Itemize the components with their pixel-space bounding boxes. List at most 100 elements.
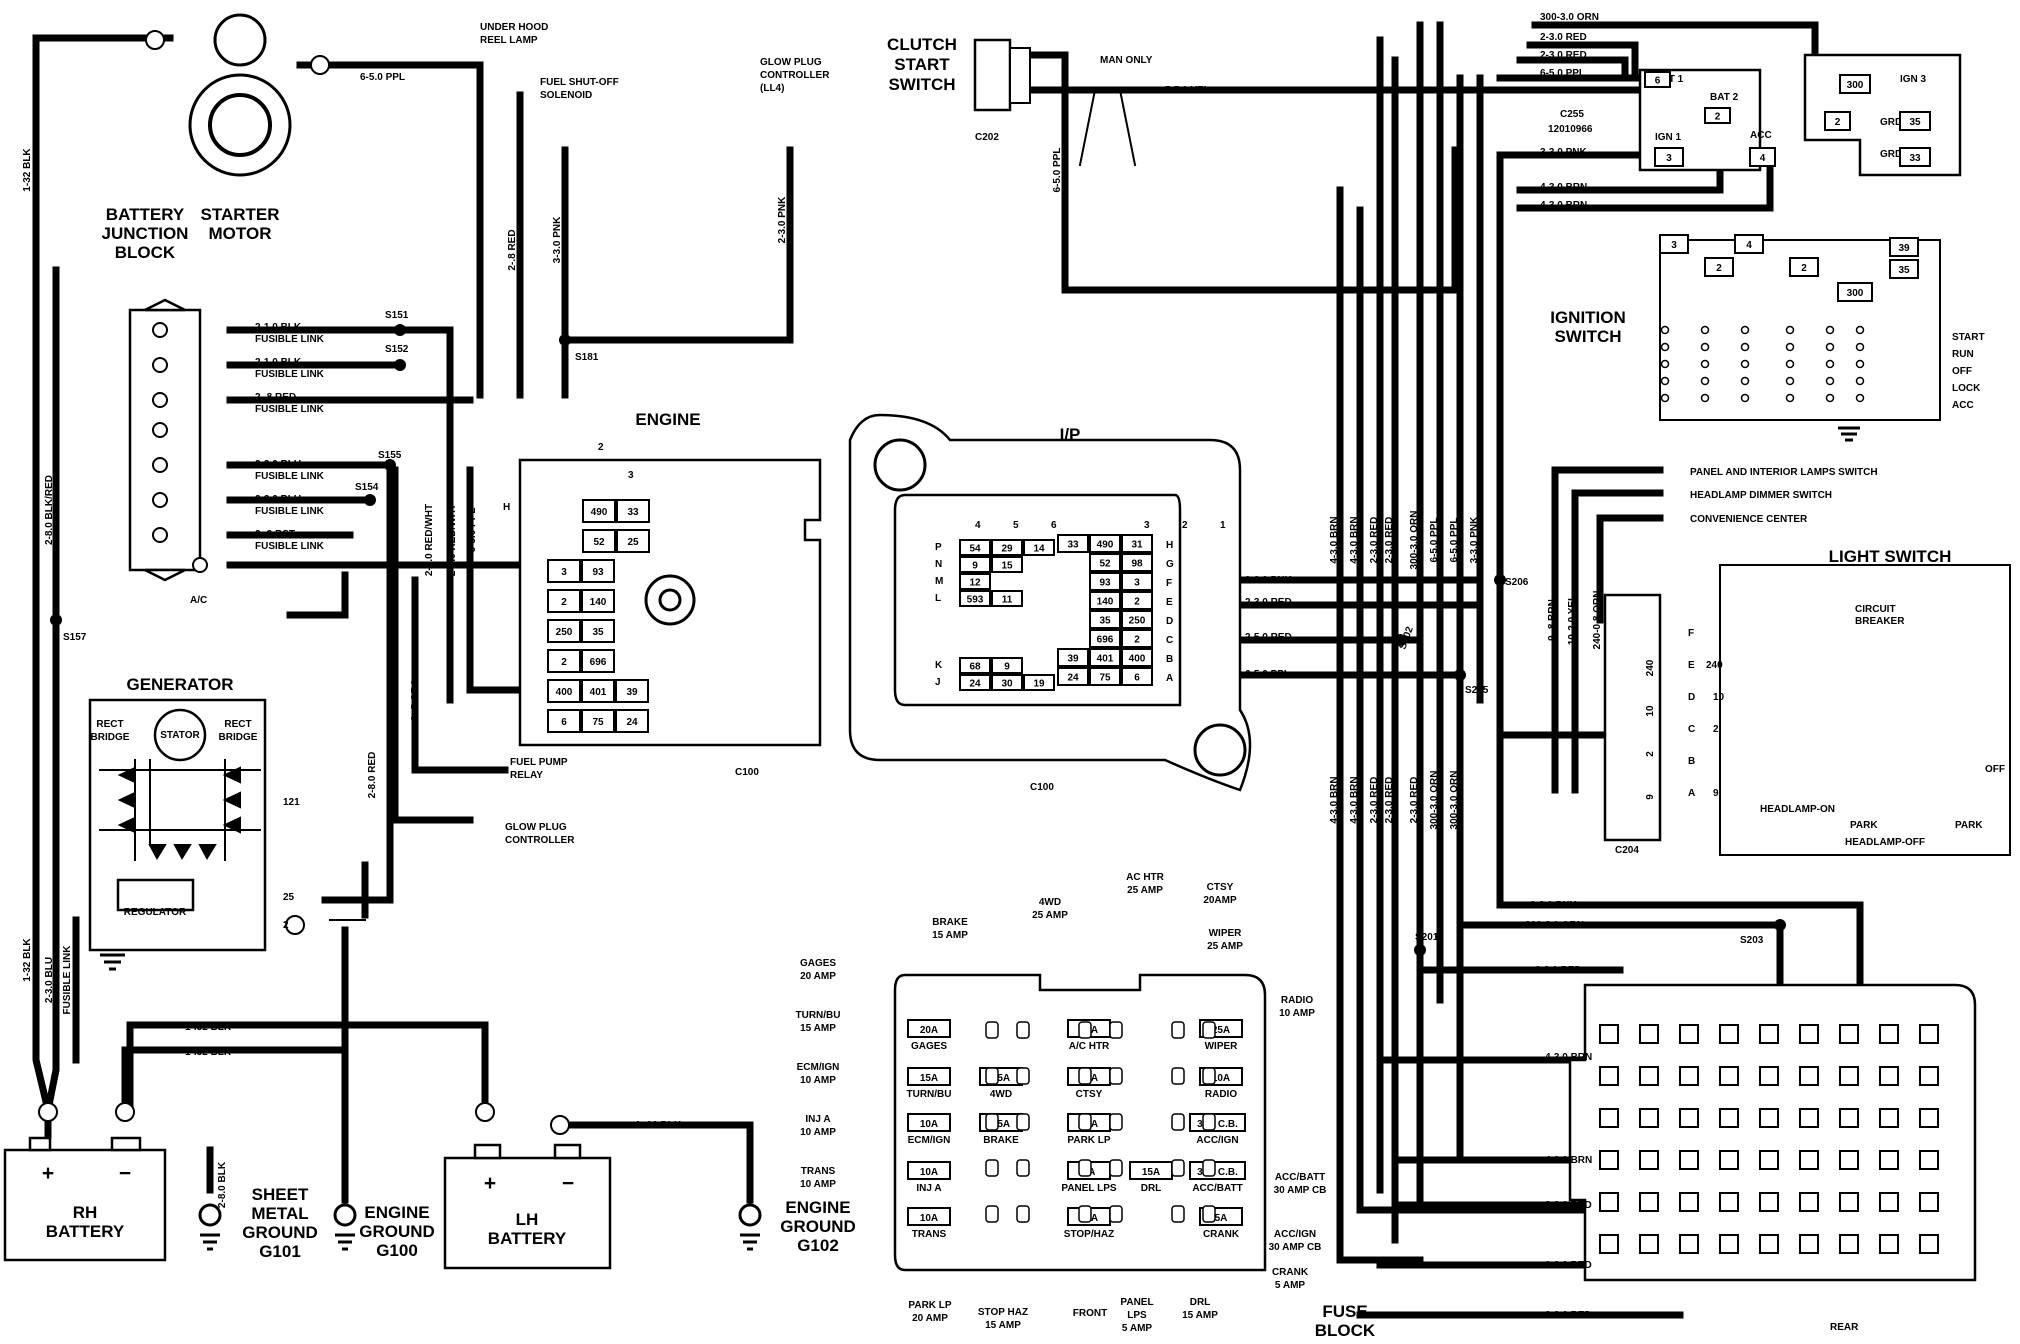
wire-6-5-ppl-top (296, 61, 484, 399)
lh-battery-title: BATTERY (488, 1229, 567, 1248)
ip-connector-c100 (848, 413, 1252, 792)
light-switch-circuit: 10 (1713, 692, 1725, 703)
fuse-rating: 30A C.B. (1197, 1167, 1238, 1178)
fuse-slot (1078, 1021, 1092, 1039)
wire-label: 240-0.8 ORN (1592, 591, 1603, 650)
fuse-callout: 5 AMP (1122, 1323, 1153, 1334)
engine-pin-label: 250 (556, 627, 573, 638)
fuse-callout: 15 AMP (932, 930, 968, 941)
fuse-slot (1078, 1113, 1092, 1131)
jb-terminal (152, 322, 168, 338)
c204-pin: 9 (1645, 794, 1656, 800)
ip-connector-number: 5 (1013, 520, 1019, 531)
engine-ground-g100-title: ENGINE (364, 1203, 429, 1222)
fuse-name: CTSY (1076, 1089, 1103, 1100)
ip-pin (1057, 534, 1089, 553)
wire-label: FUSIBLE LINK (255, 541, 325, 552)
engine-pin (581, 589, 615, 613)
clutch-start-switch-title: CLUTCH (887, 35, 957, 54)
engine-pin (547, 619, 581, 643)
fuse-slot (985, 1067, 999, 1085)
splice-label: S151 (385, 310, 409, 321)
starter-motor-title: STARTER (200, 205, 279, 224)
destination-label: REEL LAMP (480, 35, 538, 46)
rear-fuse-socket (1719, 1150, 1739, 1170)
destination-label: GLOW PLUG (760, 57, 822, 68)
fuse-block-title: BLOCK (1315, 1321, 1376, 1340)
rear-fuse-socket (1719, 1066, 1739, 1086)
ignition-terminal-label: IGN 3 (1900, 74, 1927, 85)
fuse-slot (1171, 1159, 1185, 1177)
ignition-pin-label: 2 (1715, 112, 1721, 123)
rear-fuse-socket (1759, 1024, 1779, 1044)
light-switch-pin: B (1688, 756, 1695, 767)
ignition-pin-label: 4 (1760, 153, 1766, 164)
ip-pin-label: 54 (969, 544, 981, 555)
ip-connector-number: 2 (1182, 520, 1188, 531)
wire-label: 300-3.0 ORN (1540, 12, 1599, 23)
engine-pin-label: 3 (561, 567, 567, 578)
wire-harness (32, 21, 1864, 1319)
engine-pin-label: 696 (590, 657, 607, 668)
rh-battery-title: BATTERY (46, 1222, 125, 1241)
wire-jb-1 (226, 326, 454, 704)
fuse-rating: 10A (1212, 1073, 1230, 1084)
fuse-name: CRANK (1203, 1229, 1240, 1240)
wire-lh-pos (126, 1021, 489, 1116)
fuse-slot (1016, 1205, 1030, 1223)
connector-label: 12010966 (1548, 124, 1593, 135)
clutch-start-switch (973, 38, 1031, 112)
fuse-slot (1016, 1067, 1030, 1085)
ignition-terminal-label: GRD 2 (1880, 149, 1911, 160)
ignition-schematic-pin-label: 300 (1847, 288, 1864, 299)
engine-connector-letter: 3 (628, 470, 634, 481)
ignition-schematic-pin (1789, 257, 1819, 277)
light-switch-title: LIGHT SWITCH (1829, 547, 1952, 566)
switch-contact (1825, 325, 1835, 335)
ip-connector-letter: D (1166, 616, 1173, 627)
wire-label: 2-8.0 RED (387, 752, 398, 799)
rear-fuse-socket (1759, 1150, 1779, 1170)
rear-fuse-socket (1599, 1024, 1619, 1044)
regulator-label: REGULATOR (124, 907, 187, 918)
ip-pin (959, 573, 991, 590)
ip-pin (959, 657, 991, 674)
engine-title: ENGINE (635, 410, 700, 429)
rear-fuse-socket (1799, 1192, 1819, 1212)
connector-label: A/C (190, 595, 207, 606)
fuse-callout: TURN/BU (796, 1010, 841, 1021)
ip-pin-label: 490 (1097, 540, 1114, 551)
rear-fuse-socket (1599, 1108, 1619, 1128)
rear-fuse-socket (1799, 1024, 1819, 1044)
ip-connector-letter: A (1166, 673, 1173, 684)
connector-label: C100 (735, 767, 759, 778)
wire-label: 6-5.0 PPL (1449, 517, 1460, 562)
fuse-callout: BRAKE (932, 917, 968, 928)
ip-pin-label: 93 (1099, 578, 1111, 589)
ignition-position-label: ACC (1952, 400, 1974, 411)
rear-fuse-socket (1679, 1108, 1699, 1128)
wire-label: 2-.8 RED (255, 392, 296, 403)
engine-pin-label: 93 (592, 567, 604, 578)
connector-label: C202 (975, 132, 999, 143)
engine-pin-label: 25 (627, 537, 639, 548)
fuse-slot (985, 1205, 999, 1223)
destination-label: UNDER HOOD (480, 22, 548, 33)
wire-label: 4-3.0 BRN (1329, 776, 1340, 823)
light-switch-label: PARK (1955, 820, 1983, 831)
switch-contact (1855, 393, 1865, 403)
ip-pin-label: 31 (1131, 540, 1143, 551)
wire-label: 2-1.0 BLK (255, 322, 302, 333)
light-switch-label: PARK (1850, 820, 1878, 831)
fuse-slot (1171, 1021, 1185, 1039)
fuse (907, 1161, 951, 1180)
switch-contact (1825, 359, 1835, 369)
light-switch-label: HEADLAMP-ON (1760, 804, 1835, 815)
wire-4-3-brn-b (1516, 156, 1774, 212)
ip-pin-label: 9 (972, 561, 978, 572)
wire-label: FUSIBLE LINK (255, 369, 325, 380)
ip-pin (1089, 629, 1121, 648)
ip-pin (1089, 572, 1121, 591)
destination-label: (LL4) (760, 83, 784, 94)
engine-pin (616, 499, 650, 523)
